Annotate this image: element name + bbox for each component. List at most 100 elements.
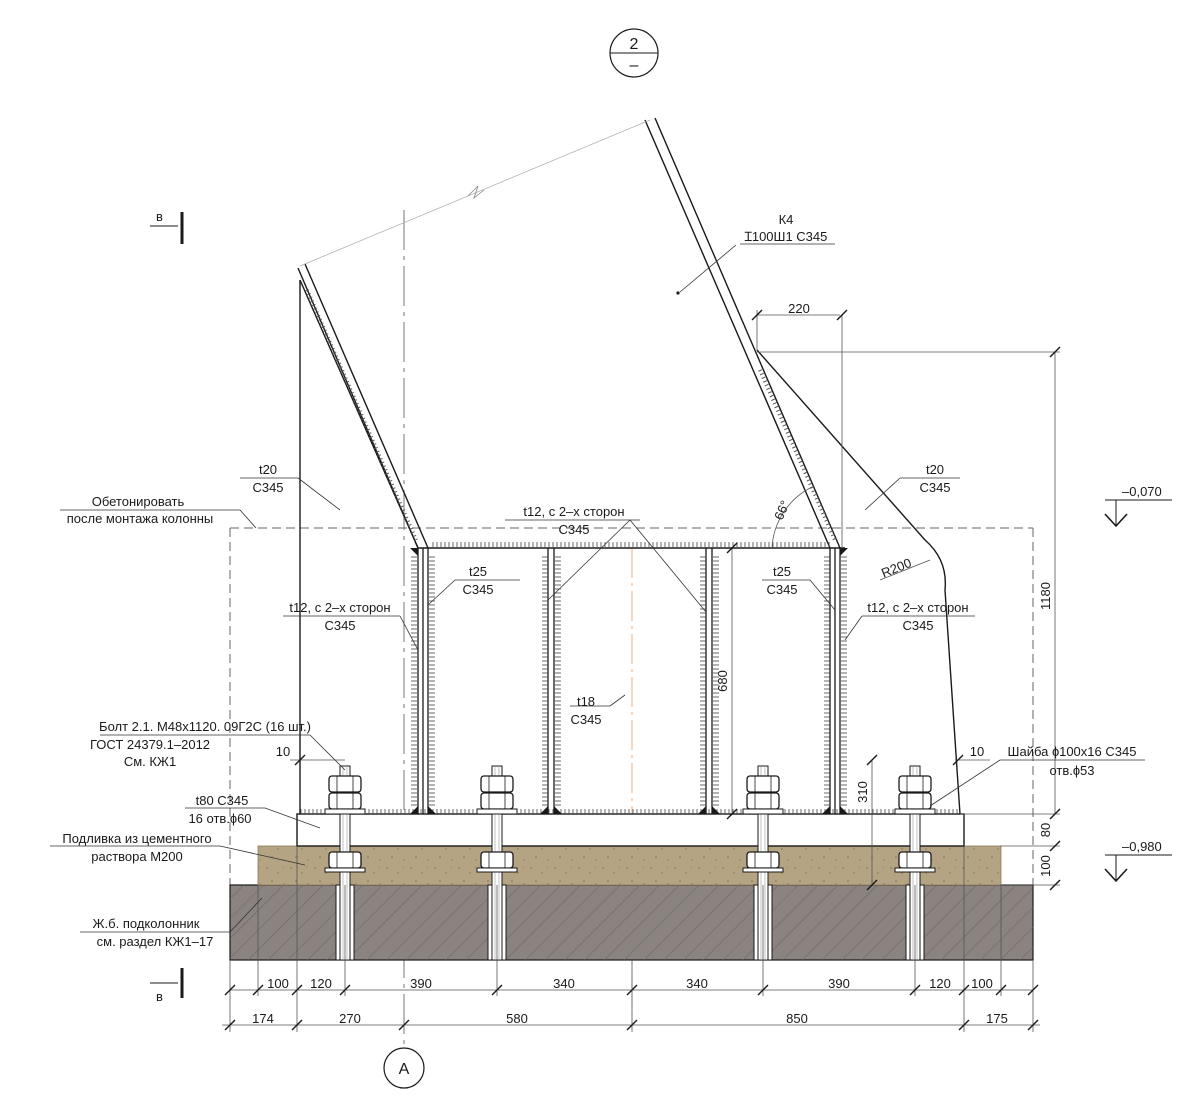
t80-line-2: 16 отв.ɸ60 [188, 811, 251, 826]
dim-tick [958, 984, 970, 996]
dim-row1-7: 100 [971, 976, 993, 991]
pedestal-line-1: Ж.б. подколонник [93, 916, 200, 931]
k4-name: К4 [779, 212, 794, 227]
dim-row2-3: 850 [786, 1011, 808, 1026]
column-k4 [297, 117, 841, 549]
grout-line-2: раствора М200 [91, 849, 183, 864]
dim-310: 310 [855, 781, 870, 803]
dim-tick [626, 1019, 638, 1031]
t12-left-1: t12, с 2–х сторон [289, 600, 390, 615]
dim-tick [909, 984, 921, 996]
dim-row2-4: 175 [986, 1011, 1008, 1026]
washer-line-1: Шайба ɸ100х16 С345 [1008, 744, 1137, 759]
grout-layer [257, 845, 1002, 886]
dim-row2-2: 580 [506, 1011, 528, 1026]
section-marker: 2 – [609, 28, 659, 78]
dimension-ticks [224, 984, 1039, 1031]
t25-left-2: С345 [462, 582, 493, 597]
dim-tick [291, 1019, 303, 1031]
anchor-bolt [742, 765, 784, 961]
right-gusset-plate [756, 349, 961, 815]
dim-row1-0: 100 [267, 976, 289, 991]
concrete-note-1: Обетонировать [92, 494, 185, 509]
base-plate [296, 813, 965, 847]
dim-tick [252, 984, 264, 996]
dim-tick [757, 984, 769, 996]
dim-tick [1027, 984, 1039, 996]
dim-80: 80 [1038, 823, 1053, 837]
dim-tick [995, 984, 1007, 996]
t25-left-1: t25 [469, 564, 487, 579]
dim-100-vertical: 100 [1038, 855, 1053, 877]
left-gusset-plate [299, 279, 419, 814]
t20-left-2: С345 [252, 480, 283, 495]
labels: К4 Ɪ100Ш1 С345 t20 С345 t20 С345 Обетони… [62, 212, 1136, 949]
dim-220: 220 [788, 301, 810, 316]
angle-label: 66° [771, 498, 793, 522]
cut-line-top: в [150, 209, 184, 244]
dim-tick [491, 984, 503, 996]
dim-row1-1: 120 [310, 976, 332, 991]
radius-label: R200 [879, 555, 913, 581]
level-marker-bottom: –0,980 [1104, 839, 1172, 883]
dim-row1-6: 120 [929, 976, 951, 991]
dim-tick [224, 1019, 236, 1031]
t12-top-1: t12, с 2–х сторон [523, 504, 624, 519]
dim-680: 680 [715, 670, 730, 692]
k4-profile: Ɪ100Ш1 С345 [745, 229, 828, 244]
dim-tick [291, 984, 303, 996]
t18-2: С345 [570, 712, 601, 727]
t25-right-2: С345 [766, 582, 797, 597]
bolt-line-3: См. КЖ1 [124, 754, 176, 769]
dim-10-right: 10 [970, 744, 984, 759]
t12-right-2: С345 [902, 618, 933, 633]
t18-1: t18 [577, 694, 595, 709]
dim-row2-0: 174 [252, 1011, 274, 1026]
concrete-note-2: после монтажа колонны [67, 511, 214, 526]
section-marker-top: 2 [630, 36, 639, 53]
pedestal-line-2: см. раздел КЖ1–17 [97, 934, 214, 949]
dim-tick [958, 1019, 970, 1031]
dim-tick [339, 984, 351, 996]
t25-right-1: t25 [773, 564, 791, 579]
t20-left-1: t20 [259, 462, 277, 477]
level-top-text: –0,070 [1122, 484, 1162, 499]
dim-row1-5: 390 [828, 976, 850, 991]
washer-line-2: отв.ɸ53 [1049, 763, 1094, 778]
anchor-bolt [476, 765, 518, 961]
t20-right-1: t20 [926, 462, 944, 477]
t80-line-1: t80 С345 [196, 793, 249, 808]
base-plate-weld [300, 809, 960, 814]
cut-label-top: в [156, 209, 163, 224]
dim-tick [398, 1019, 410, 1031]
leader-lines [50, 243, 1145, 933]
anchor-bolts [324, 765, 936, 961]
vertical-plates [410, 548, 848, 814]
dim-row1-3: 340 [553, 976, 575, 991]
bolt-line-2: ГОСТ 24379.1–2012 [90, 737, 210, 752]
dim-row2-1: 270 [339, 1011, 361, 1026]
top-horizontal-plate [418, 542, 845, 549]
dim-10-left: 10 [276, 744, 290, 759]
level-marker-top: –0,070 [1104, 484, 1172, 528]
level-bottom-text: –0,980 [1122, 839, 1162, 854]
t12-top-2: С345 [558, 522, 589, 537]
t12-right-1: t12, с 2–х сторон [867, 600, 968, 615]
dim-tick [626, 984, 638, 996]
dim-tick [1027, 1019, 1039, 1031]
axis-label: А [399, 1061, 410, 1078]
grout-line-1: Подливка из цементного [62, 831, 211, 846]
concrete-pedestal [229, 884, 1034, 961]
dim-tick [224, 984, 236, 996]
dimension-values: 220 1180 680 310 80 100 10 10 100 120 39… [252, 301, 1053, 1026]
dim-row1-4: 340 [686, 976, 708, 991]
cut-label-bottom: в [156, 989, 163, 1004]
dim-1180: 1180 [1038, 582, 1053, 610]
t20-right-2: С345 [919, 480, 950, 495]
dim-row1-2: 390 [410, 976, 432, 991]
t12-left-2: С345 [324, 618, 355, 633]
cut-line-bottom: в [150, 968, 184, 1004]
bolt-line-1: Болт 2.1. М48х1120. 09Г2С (16 шт.) [99, 719, 311, 734]
concrete-encasement-outline [229, 527, 1034, 885]
